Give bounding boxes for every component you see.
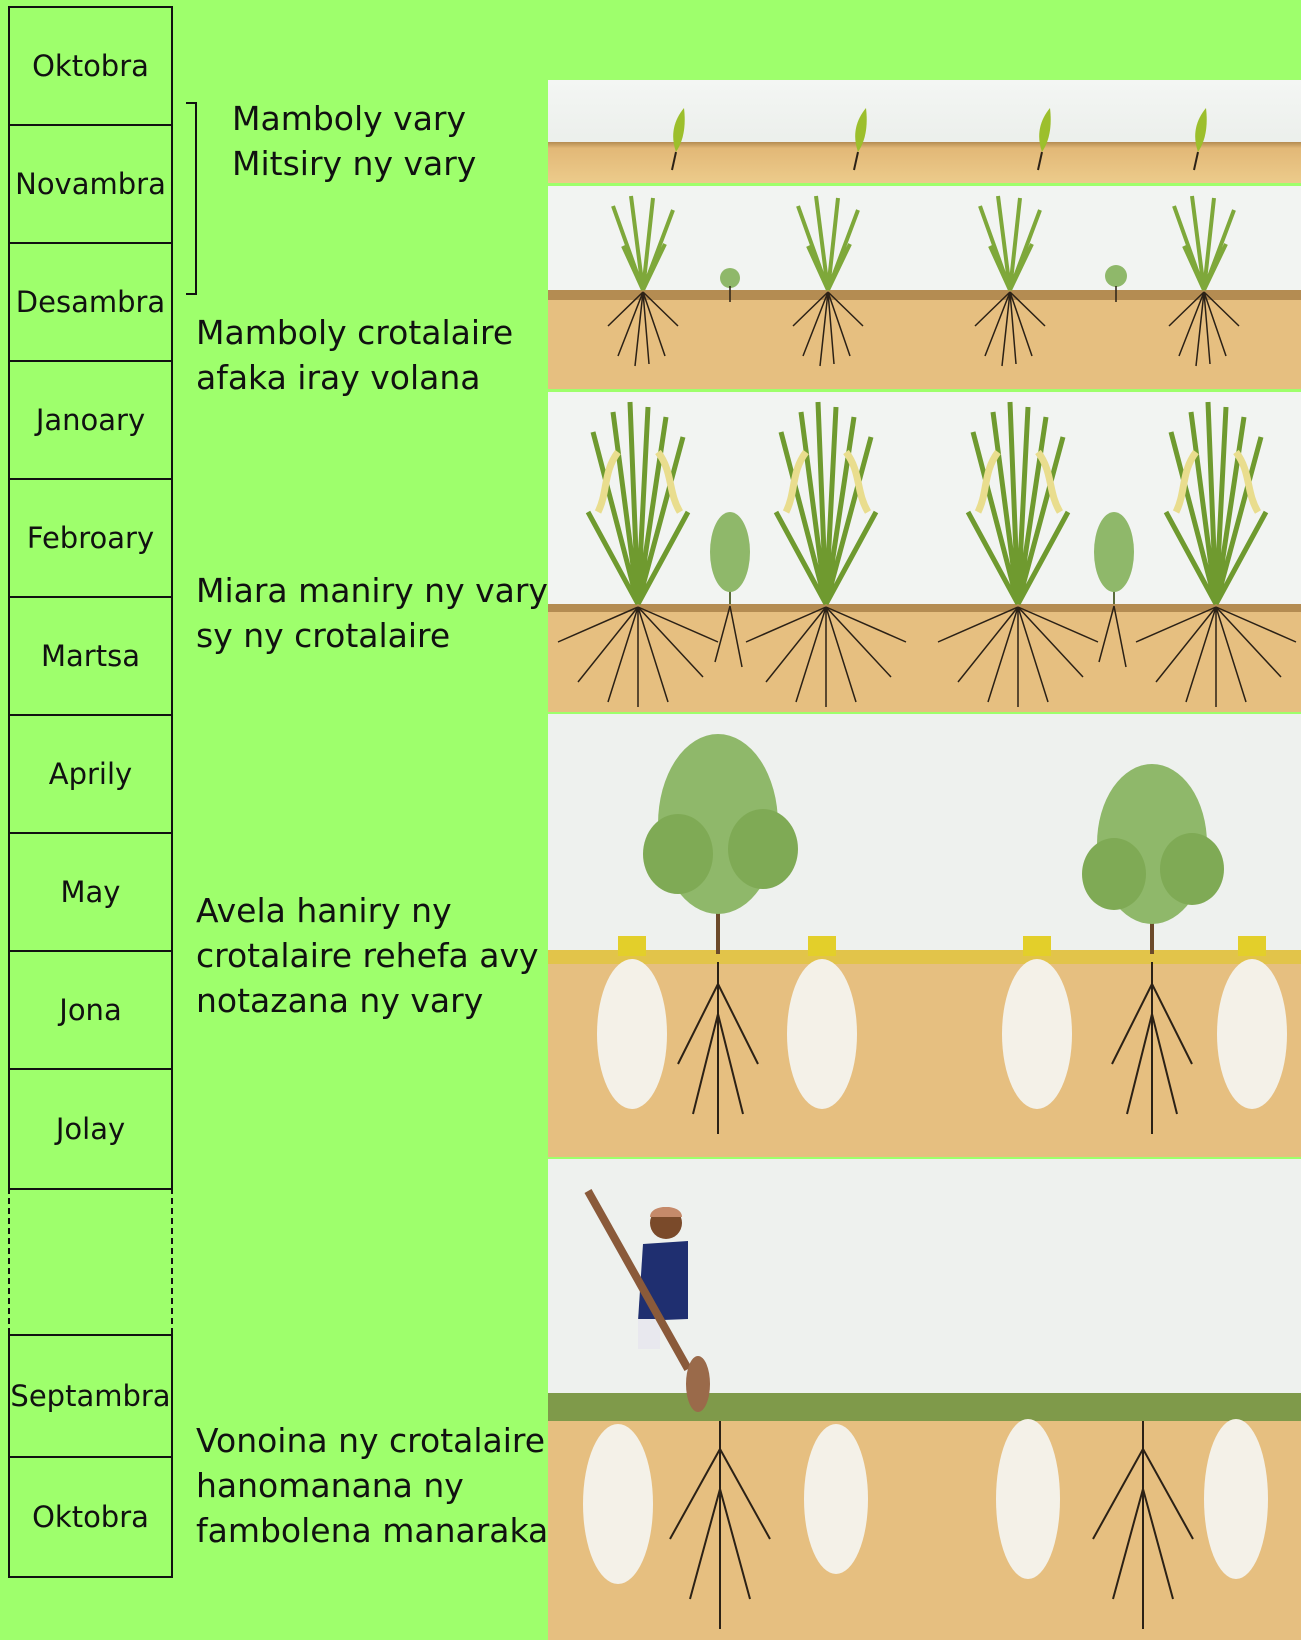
crotalaria-termination-illustration bbox=[548, 1159, 1301, 1640]
crotalaria-termination-panel bbox=[548, 1159, 1301, 1640]
label-line: Vonoina ny crotalaire bbox=[196, 1421, 546, 1460]
farmer bbox=[584, 1189, 710, 1412]
month-label: Janoary bbox=[35, 403, 146, 437]
month-gap-cell bbox=[8, 1188, 173, 1334]
sowing-label: Mamboly vary Mitsiry ny vary bbox=[232, 96, 562, 186]
rice-stubble bbox=[787, 936, 857, 1109]
month-label: Septambra bbox=[10, 1379, 171, 1413]
crotalaria-shrub bbox=[1082, 764, 1224, 1134]
crotalaria-root bbox=[669, 1421, 771, 1629]
mature-rice-plant bbox=[557, 401, 719, 707]
crotalaria-after-harvest-illustration bbox=[548, 714, 1301, 1157]
month-cell: Desambra bbox=[8, 242, 173, 360]
harvest-label: Avela haniry ny crotalaire rehefa avy no… bbox=[196, 888, 539, 1023]
young-rice-plant bbox=[792, 195, 864, 367]
month-label: Oktobra bbox=[32, 1500, 149, 1534]
label-line: hanomanana ny bbox=[196, 1466, 464, 1505]
crotalaria-seedling bbox=[1105, 265, 1127, 302]
seedling bbox=[1037, 108, 1051, 171]
seedling bbox=[1193, 108, 1207, 171]
month-cell: Oktobra bbox=[8, 1456, 173, 1578]
label-line: sy ny crotalaire bbox=[196, 616, 451, 655]
month-label: Martsa bbox=[41, 639, 140, 673]
label-line: Mitsiry ny vary bbox=[232, 144, 477, 183]
crotalaria-seedling bbox=[720, 268, 740, 302]
month-label: Aprily bbox=[48, 757, 133, 791]
rice-stubble bbox=[597, 936, 667, 1109]
crotalaria-root bbox=[1092, 1421, 1194, 1629]
growing-label: Miara maniry ny vary sy ny crotalaire bbox=[196, 568, 548, 658]
month-cell: Novambra bbox=[8, 124, 173, 242]
seedling bbox=[853, 108, 867, 171]
rice-seedling-panel bbox=[548, 80, 1301, 183]
month-cell: Septambra bbox=[8, 1334, 173, 1456]
label-line: notazana ny vary bbox=[196, 981, 484, 1020]
month-cell: Aprily bbox=[8, 714, 173, 832]
rice-stubble bbox=[996, 1419, 1060, 1579]
rice-stubble bbox=[583, 1424, 653, 1584]
month-label: Jolay bbox=[55, 1112, 126, 1146]
month-cell: Jona bbox=[8, 950, 173, 1068]
seedling bbox=[671, 108, 685, 171]
rice-seedling-illustration bbox=[548, 80, 1301, 183]
month-cell: Febroary bbox=[8, 478, 173, 596]
month-cell: May bbox=[8, 832, 173, 950]
label-line: Miara maniry ny vary bbox=[196, 571, 548, 610]
month-label: Febroary bbox=[26, 521, 155, 555]
month-cell: Jolay bbox=[8, 1068, 173, 1188]
month-label: Desambra bbox=[15, 285, 166, 319]
mature-rice-plant bbox=[1135, 401, 1297, 707]
month-cell: Martsa bbox=[8, 596, 173, 714]
month-label: Jona bbox=[59, 993, 122, 1027]
label-line: Mamboly vary bbox=[232, 99, 467, 138]
month-label: Novambra bbox=[15, 167, 166, 201]
month-cell: Oktobra bbox=[8, 6, 173, 124]
rice-stubble bbox=[1217, 936, 1287, 1109]
mature-rice-illustration bbox=[548, 392, 1301, 712]
young-rice-plant bbox=[974, 195, 1046, 367]
incorporation-label: Vonoina ny crotalaire hanomanana ny famb… bbox=[196, 1418, 549, 1553]
young-rice-plant bbox=[1168, 195, 1240, 367]
label-line: Avela haniry ny bbox=[196, 891, 452, 930]
young-rice-illustration bbox=[548, 186, 1301, 389]
month-cell: Janoary bbox=[8, 360, 173, 478]
crotalaria-shrub bbox=[643, 734, 798, 1134]
label-line: Mamboly crotalaire bbox=[196, 313, 514, 352]
young-rice-plant bbox=[607, 195, 679, 367]
mature-rice-plant bbox=[745, 401, 907, 707]
rice-stubble bbox=[804, 1424, 868, 1574]
label-line: afaka iray volana bbox=[196, 358, 481, 397]
crotalaria-plant bbox=[1094, 512, 1134, 668]
mature-rice-panel bbox=[548, 392, 1301, 712]
mature-rice-plant bbox=[937, 401, 1099, 707]
label-line: crotalaire rehefa avy bbox=[196, 936, 539, 975]
month-label: May bbox=[60, 875, 121, 909]
crotalaria-plant bbox=[710, 512, 750, 668]
crotalaria-after-harvest-panel bbox=[548, 714, 1301, 1157]
young-rice-panel bbox=[548, 186, 1301, 389]
rice-stubble bbox=[1002, 936, 1072, 1109]
rice-stubble bbox=[1204, 1419, 1268, 1579]
crotalaria-sowing-label: Mamboly crotalaire afaka iray volana bbox=[196, 310, 526, 400]
month-label: Oktobra bbox=[32, 49, 149, 83]
label-line: fambolena manaraka bbox=[196, 1511, 549, 1550]
period-bracket bbox=[186, 102, 197, 295]
